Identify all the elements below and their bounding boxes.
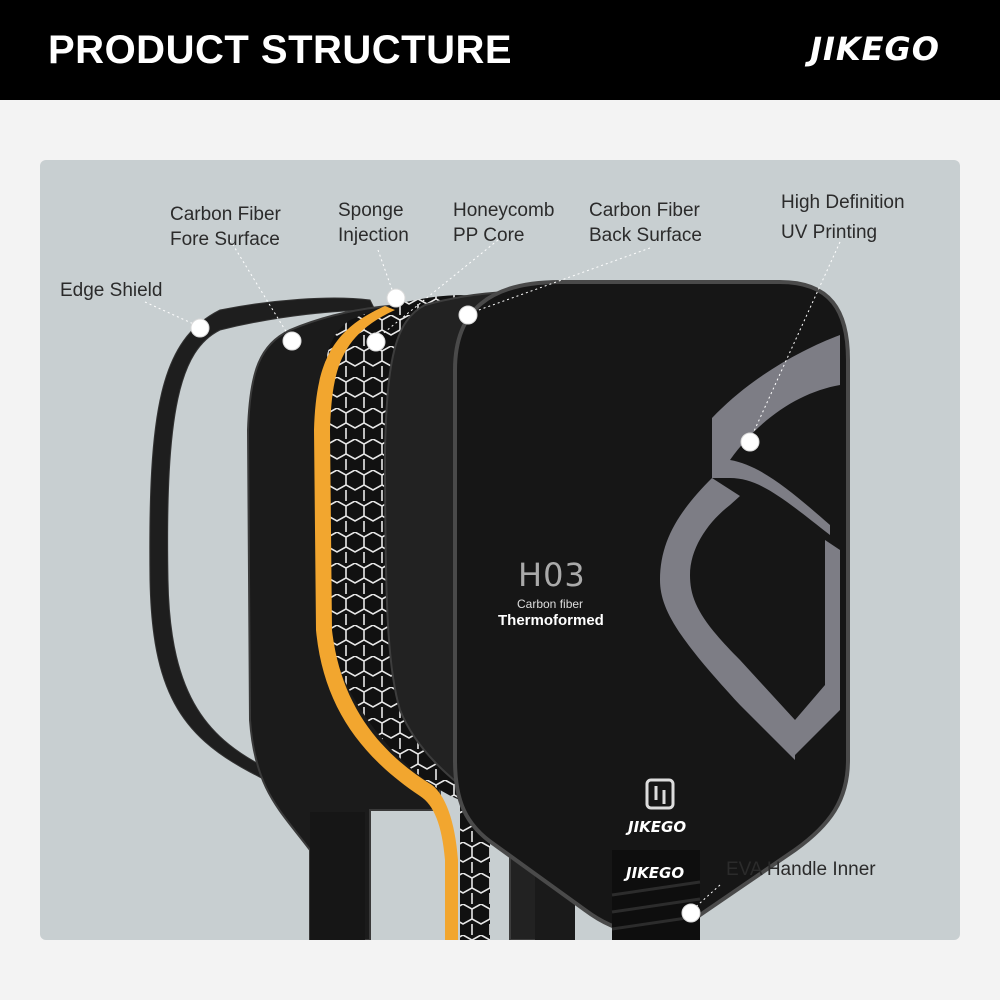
label-honeycomb-line2: PP Core <box>453 225 525 246</box>
label-carbon-fore-line2: Fore Surface <box>170 229 280 250</box>
label-edge-shield-line1: Edge Shield <box>60 280 163 301</box>
label-carbon-fore: Carbon Fiber Fore Surface <box>170 202 281 252</box>
sponge-injection-layer <box>314 306 458 940</box>
page-header: PRODUCT STRUCTURE JIKEGO <box>0 0 1000 100</box>
label-honeycomb: Honeycomb PP Core <box>453 198 554 248</box>
face-logo-icon <box>645 778 675 810</box>
page-title: PRODUCT STRUCTURE <box>48 28 513 72</box>
handle-grip <box>612 850 700 940</box>
label-honeycomb-line1: Honeycomb <box>453 200 555 221</box>
uv-graphic-stripe <box>660 335 840 760</box>
grip-brand: JIKEGO <box>626 864 685 882</box>
exploded-paddle-diagram <box>144 239 850 940</box>
product-illustration-panel: H03 Carbon fiber Thermoformed JIKEGO JIK… <box>40 160 960 940</box>
fore-surface-marker <box>282 331 302 351</box>
label-uv-printing-line1: High Definition <box>781 192 905 213</box>
back-surface-marker <box>458 305 478 325</box>
brand-logo: JIKEGO <box>810 30 940 68</box>
label-carbon-back-line2: Back Surface <box>589 225 702 246</box>
label-carbon-back-line1: Carbon Fiber <box>589 200 700 221</box>
label-uv-printing-line2: UV Printing <box>781 222 878 243</box>
label-edge-shield: Edge Shield <box>60 278 162 303</box>
edge-shield-layer <box>149 297 376 806</box>
eva-handle-marker <box>681 903 701 923</box>
label-sponge-line2: Injection <box>338 225 409 246</box>
label-eva-handle: EVA Handle Inner <box>726 857 876 882</box>
label-carbon-back: Carbon Fiber Back Surface <box>589 198 702 248</box>
label-sponge: Sponge Injection <box>338 198 409 248</box>
edge-shield-marker <box>190 318 210 338</box>
sponge-marker <box>386 288 406 308</box>
label-carbon-fore-line1: Carbon Fiber <box>170 204 281 225</box>
paddle-process: Thermoformed <box>498 612 604 629</box>
label-uv-printing: High Definition UV Printing <box>781 188 905 248</box>
paddle-face-brand: JIKEGO <box>628 818 687 836</box>
label-eva-handle-line1: EVA Handle Inner <box>726 859 876 880</box>
paddle-model: H03 <box>518 556 586 594</box>
uv-printing-marker <box>740 432 760 452</box>
label-sponge-line1: Sponge <box>338 200 404 221</box>
paddle-material: Carbon fiber <box>517 597 584 611</box>
honeycomb-marker <box>366 332 386 352</box>
